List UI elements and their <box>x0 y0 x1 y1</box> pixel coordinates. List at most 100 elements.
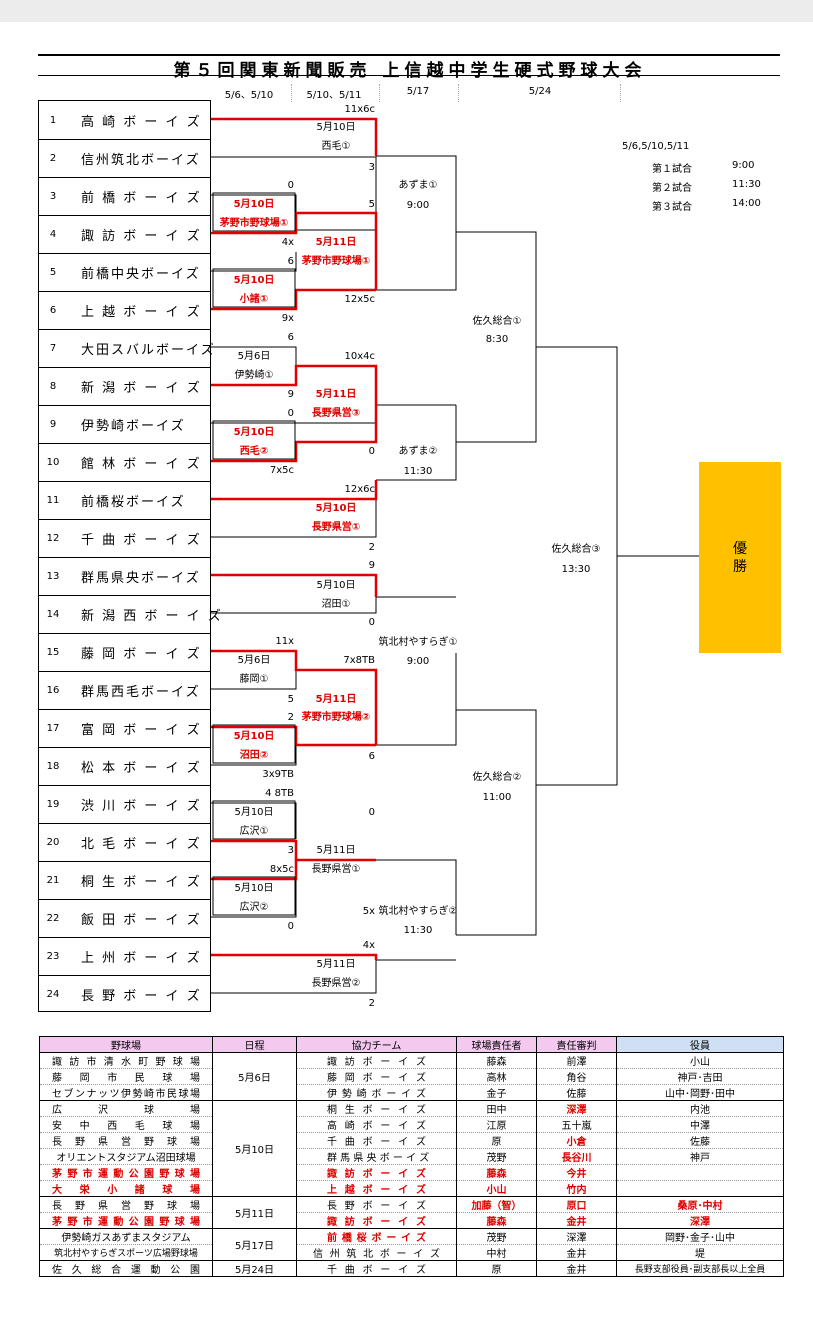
game-date: 5月10日 <box>316 122 356 133</box>
col-header: 協力チーム <box>296 1036 457 1053</box>
date-header-r3: 5/17 <box>406 86 430 97</box>
team-name: 富 岡 ボ ー イ ズ <box>81 723 202 738</box>
score-label: 12x6c <box>344 484 375 495</box>
officials-cell <box>616 1180 784 1197</box>
team-name: 新 潟 ボ ー イ ズ <box>81 381 202 396</box>
umpire-cell: 竹内 <box>536 1180 617 1197</box>
team-number: 13 <box>46 571 60 582</box>
title-rule-top <box>38 54 780 56</box>
score-label: 3 <box>287 845 294 856</box>
game-venue: 長野県営① <box>311 522 361 533</box>
game-date: 5月10日 <box>315 503 357 514</box>
manager-cell: 小山 <box>456 1180 537 1197</box>
table-row: 藤 岡 市 民 球 場 藤 岡 ボ ー イ ズ 高林 角谷 神戸･吉田 <box>39 1068 784 1085</box>
team-number: 23 <box>46 951 60 962</box>
umpire-cell: 原口 <box>536 1196 617 1213</box>
umpire-cell: 金井 <box>536 1244 617 1261</box>
venue-cell: 藤 岡 市 民 球 場 <box>39 1068 213 1085</box>
game-date: 5月10日 <box>233 275 275 286</box>
team-cell: 千 曲 ボ ー イ ズ <box>296 1132 457 1149</box>
officials-cell: 桑原･中村 <box>616 1196 784 1213</box>
match-venue: 筑北村やすらぎ① <box>378 637 458 648</box>
team-cell: 諏 訪 ボ ー イ ズ <box>296 1212 457 1229</box>
match-venue: あずま② <box>398 446 438 457</box>
team-number: 24 <box>46 989 60 1000</box>
game-venue: 長野県営③ <box>311 408 361 419</box>
table-row: 伊勢崎ガスあずまスタジアム 5月17日 前 橋 桜 ボ ー イ ズ 茂野 深澤 … <box>39 1228 784 1261</box>
team-number: 22 <box>46 913 60 924</box>
game-venue: 小諸① <box>239 294 269 305</box>
team-number: 19 <box>46 799 60 810</box>
score-label: 4x <box>281 237 294 248</box>
score-label: 5 <box>368 199 375 210</box>
score-label: 2 <box>287 712 294 723</box>
team-cell: 伊 勢 崎 ボ ー イ ズ <box>296 1084 457 1101</box>
table-row: 筑北村やすらぎスポーツ広場野球場 信 州 筑 北 ボ ー イ ズ 中村 金井 堤 <box>39 1244 784 1261</box>
manager-cell: 茂野 <box>456 1228 537 1245</box>
venue-cell: 伊勢崎ガスあずまスタジアム <box>39 1228 213 1245</box>
match-time: 9:00 <box>406 656 430 667</box>
game-date: 5月11日 <box>316 845 356 856</box>
manager-cell: 加藤（智） <box>456 1196 537 1213</box>
team-name: 信州筑北ボーイズ <box>81 153 201 168</box>
manager-cell: 原 <box>456 1132 537 1149</box>
game-venue: 長野県営① <box>311 864 361 875</box>
game-date: 5月11日 <box>315 389 357 400</box>
manager-cell: 高林 <box>456 1068 537 1085</box>
score-label: 0 <box>368 446 375 457</box>
score-label: 9x <box>281 313 294 324</box>
team-number: 16 <box>46 685 60 696</box>
game-date: 5月11日 <box>315 694 357 705</box>
bracket-lines <box>211 117 699 994</box>
team-number: 10 <box>46 457 60 468</box>
umpire-cell: 深澤 <box>536 1100 617 1117</box>
umpire-cell: 角谷 <box>536 1068 617 1085</box>
umpire-cell: 長谷川 <box>536 1148 617 1165</box>
table-row: 佐 久 総 合 運 動 公 園 5月24日 千 曲 ボ ー イ ズ 原 金井 長… <box>39 1260 784 1277</box>
team-cell: 前 橋 桜 ボ ー イ ズ <box>296 1228 457 1245</box>
manager-cell: 藤森 <box>456 1212 537 1229</box>
match-venue: あずま① <box>398 180 438 191</box>
score-label: 3 <box>368 162 375 173</box>
venue-cell: オリエントスタジアム沼田球場 <box>39 1148 213 1165</box>
match-time: 13:30 <box>561 564 591 575</box>
col-header: 日程 <box>212 1036 297 1053</box>
team-cell: 諏 訪 ボ ー イ ズ <box>296 1052 457 1069</box>
team-name: 前 橋 ボ ー イ ズ <box>81 191 202 206</box>
manager-cell: 茂野 <box>456 1148 537 1165</box>
team-number: 11 <box>46 495 60 506</box>
team-name: 伊勢崎ボーイズ <box>81 419 186 434</box>
game-venue: 茅野市野球場① <box>301 256 371 267</box>
top-bar <box>0 0 813 22</box>
team-name: 渋 川 ボ ー イ ズ <box>81 799 202 814</box>
match-venue: 佐久総合② <box>472 772 522 783</box>
date-header-r4: 5/24 <box>528 86 552 97</box>
umpire-cell: 今井 <box>536 1164 617 1181</box>
page-title: 第５回関東新聞販売 上信越中学生硬式野球大会 <box>173 61 647 81</box>
venue-cell: 広 沢 球 場 <box>39 1100 213 1117</box>
manager-cell: 江原 <box>456 1116 537 1133</box>
venue-cell: セブンナッツ伊勢崎市民球場 <box>39 1084 213 1101</box>
score-label: 9 <box>287 389 294 400</box>
game-date: 5月10日 <box>233 427 275 438</box>
officials-cell: 神戸･吉田 <box>616 1068 784 1085</box>
schedule-note-game: 第２試合 <box>652 183 692 194</box>
score-label: 0 <box>368 617 375 628</box>
title-rule-bottom <box>38 75 780 76</box>
game-venue: 長野県営② <box>311 978 361 989</box>
team-number: 12 <box>46 533 60 544</box>
team-cell: 長 野 ボ ー イ ズ <box>296 1196 457 1213</box>
manager-cell: 金子 <box>456 1084 537 1101</box>
team-cell: 藤 岡 ボ ー イ ズ <box>296 1068 457 1085</box>
score-label: 5x <box>362 906 375 917</box>
score-label: 8x5c <box>269 864 294 875</box>
officials-cell: 深澤 <box>616 1212 784 1229</box>
score-label: 4 8TB <box>265 788 294 799</box>
game-date: 5月10日 <box>233 731 275 742</box>
score-label: 7x8TB <box>343 655 375 666</box>
venue-cell: 長 野 県 営 野 球 場 <box>39 1132 213 1149</box>
officials-cell: 佐藤 <box>616 1132 784 1149</box>
team-name: 上 州 ボ ー イ ズ <box>81 951 202 966</box>
